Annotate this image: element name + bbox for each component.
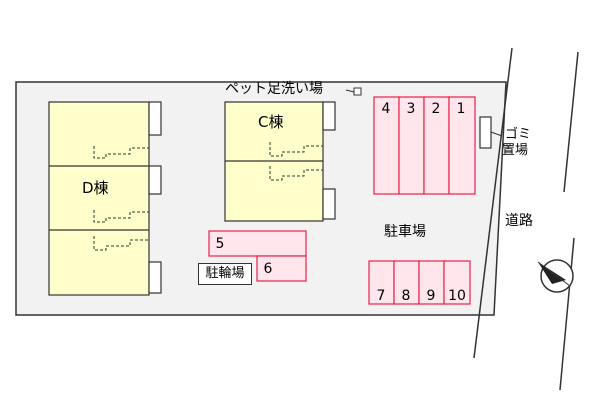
road-edge-left xyxy=(473,47,513,359)
bicycle-parking-label: 駐輪場 xyxy=(198,263,252,285)
parking-space-number: 9 xyxy=(426,288,436,304)
parking-space-number: 4 xyxy=(381,101,391,117)
building-c xyxy=(224,101,336,222)
parking-space-number: 2 xyxy=(431,101,441,117)
building-d xyxy=(48,101,162,296)
road-edge-right-upper xyxy=(563,51,579,193)
parking-space-number: 10 xyxy=(448,288,466,304)
parking-space-number: 3 xyxy=(406,101,416,117)
garbage-label-line2: 置場 xyxy=(502,143,529,158)
garbage-box xyxy=(479,116,492,149)
road-edge-right-lower xyxy=(559,237,575,391)
parking-mid-group xyxy=(208,230,307,282)
parking-space-number: 1 xyxy=(456,101,466,117)
building-d-label: D棟 xyxy=(82,179,109,197)
parking-space-number: 5 xyxy=(215,236,225,252)
parking-space-number: 6 xyxy=(263,261,273,277)
parking-space-number: 8 xyxy=(401,288,411,304)
pet-wash-icon xyxy=(353,87,362,96)
parking-top-group xyxy=(373,96,476,195)
building-c-label: C棟 xyxy=(258,113,284,131)
pet-wash-label: ペット足洗い場 xyxy=(225,81,323,97)
road-label: 道路 xyxy=(505,213,533,229)
parking-space-number: 7 xyxy=(376,288,386,304)
parking-bottom-group xyxy=(368,260,471,305)
garbage-label-line1: ゴミ xyxy=(505,127,532,142)
compass-icon xyxy=(537,259,574,293)
parking-label: 駐車場 xyxy=(384,224,426,240)
